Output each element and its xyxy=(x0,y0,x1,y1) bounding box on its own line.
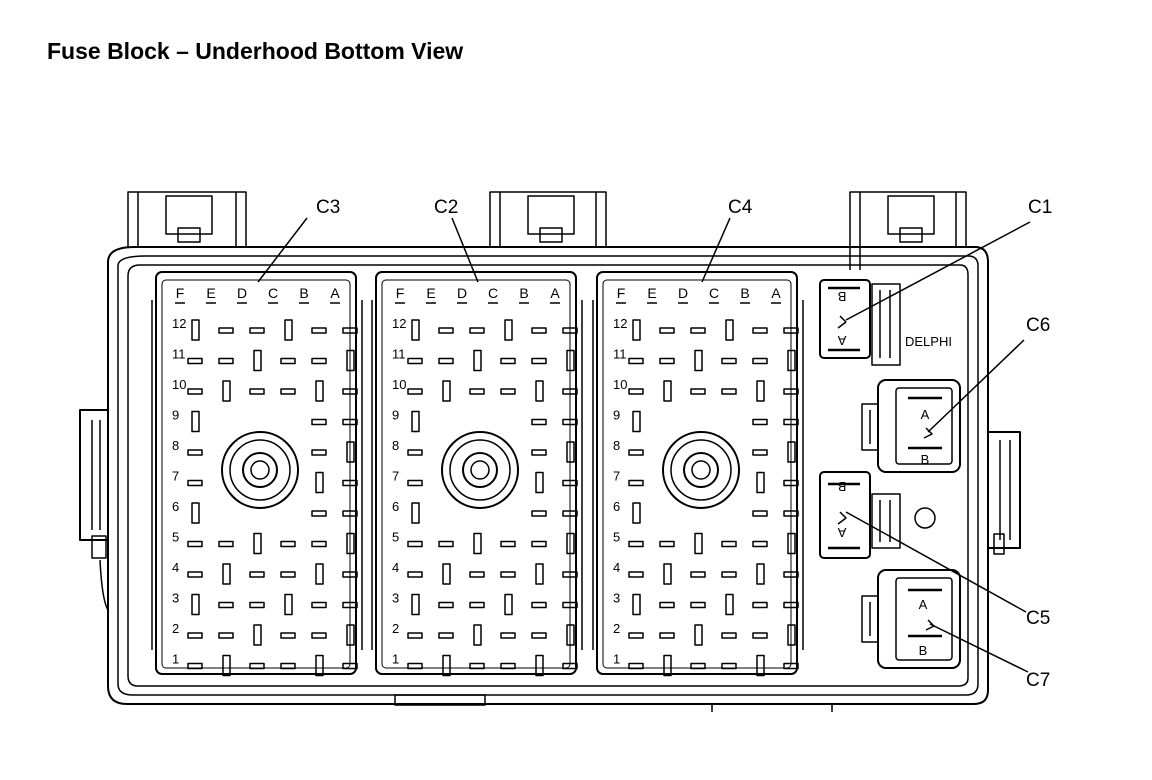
row-number: 7 xyxy=(172,469,179,484)
connector-label-c4: C4 xyxy=(728,197,753,218)
row-number: 7 xyxy=(613,469,620,484)
row-number: 3 xyxy=(172,591,179,606)
page-title: Fuse Block – Underhood Bottom View xyxy=(47,38,464,64)
connector-label-c3: C3 xyxy=(316,197,340,218)
connector-c2: F E D C B A 12 11 10 9 8 7 6 5 4 3 2 1 xyxy=(371,271,583,677)
column-letter: C xyxy=(268,285,278,301)
row-number: 10 xyxy=(392,377,406,392)
mounting-hole xyxy=(914,507,936,529)
column-letter: D xyxy=(237,285,247,301)
row-number: 6 xyxy=(172,499,179,514)
connector-label-c1: C1 xyxy=(1028,197,1052,218)
connector-c7: A B xyxy=(861,569,961,669)
connector-label-c6: C6 xyxy=(1026,315,1050,336)
connector-label-c7: C7 xyxy=(1026,670,1050,691)
connector-c6: A B xyxy=(861,379,961,473)
column-letter: B xyxy=(740,285,749,301)
c1-terminal-a: A xyxy=(837,333,846,348)
column-letter: D xyxy=(457,285,467,301)
column-letter: A xyxy=(771,285,781,301)
row-number: 11 xyxy=(172,347,186,362)
column-letter: F xyxy=(176,285,185,301)
row-number: 11 xyxy=(613,347,627,362)
row-number: 1 xyxy=(172,652,179,667)
connector-c5: B A xyxy=(819,471,901,559)
row-number: 5 xyxy=(392,530,399,545)
row-number: 12 xyxy=(172,316,186,331)
row-number: 8 xyxy=(613,438,620,453)
row-number: 8 xyxy=(172,438,179,453)
row-number: 12 xyxy=(613,316,627,331)
fuse-block-housing xyxy=(79,191,1021,712)
connector-label-c2: C2 xyxy=(434,197,458,218)
row-number: 12 xyxy=(392,316,406,331)
callout-leaders xyxy=(257,217,1031,673)
column-letter: E xyxy=(426,285,435,301)
column-letter: D xyxy=(678,285,688,301)
connector-c4: F E D C B A 12 11 10 9 8 7 6 5 4 3 2 1 xyxy=(592,271,804,677)
column-letter: F xyxy=(617,285,626,301)
column-letter: E xyxy=(206,285,215,301)
row-number: 2 xyxy=(613,621,620,636)
connector-c1: B A xyxy=(819,279,901,366)
c5-terminal-a: A xyxy=(837,525,846,540)
column-letter: C xyxy=(709,285,719,301)
c6-terminal-b: B xyxy=(921,452,930,467)
row-number: 11 xyxy=(392,347,406,362)
row-number: 2 xyxy=(172,621,179,636)
row-number: 5 xyxy=(172,530,179,545)
row-number: 7 xyxy=(392,469,399,484)
row-number: 3 xyxy=(613,591,620,606)
c7-terminal-a: A xyxy=(919,597,928,612)
column-letter: A xyxy=(550,285,560,301)
row-number: 6 xyxy=(392,499,399,514)
row-number: 10 xyxy=(172,377,186,392)
row-number: 3 xyxy=(392,591,399,606)
column-letter: E xyxy=(647,285,656,301)
row-number: 1 xyxy=(613,652,620,667)
row-number: 1 xyxy=(392,652,399,667)
row-number: 9 xyxy=(392,408,399,423)
column-letter: C xyxy=(488,285,498,301)
row-number: 5 xyxy=(613,530,620,545)
brand-text: DELPHI xyxy=(905,334,952,349)
row-number: 4 xyxy=(392,560,399,575)
c7-terminal-b: B xyxy=(919,643,928,658)
column-letter: A xyxy=(330,285,340,301)
column-letter: B xyxy=(299,285,308,301)
column-letter: F xyxy=(396,285,405,301)
row-number: 2 xyxy=(392,621,399,636)
row-number: 8 xyxy=(392,438,399,453)
column-letter: B xyxy=(519,285,528,301)
row-number: 4 xyxy=(613,560,620,575)
c5-terminal-b: B xyxy=(838,479,847,494)
connector-label-c5: C5 xyxy=(1026,608,1050,629)
connector-c3: F E D C B A 12 11 10 9 8 7 6 5 4 3 2 1 xyxy=(151,271,363,677)
row-number: 6 xyxy=(613,499,620,514)
row-number: 9 xyxy=(613,408,620,423)
row-number: 10 xyxy=(613,377,627,392)
c6-terminal-a: A xyxy=(921,407,930,422)
row-number: 4 xyxy=(172,560,179,575)
c1-terminal-b: B xyxy=(838,289,847,304)
row-number: 9 xyxy=(172,408,179,423)
